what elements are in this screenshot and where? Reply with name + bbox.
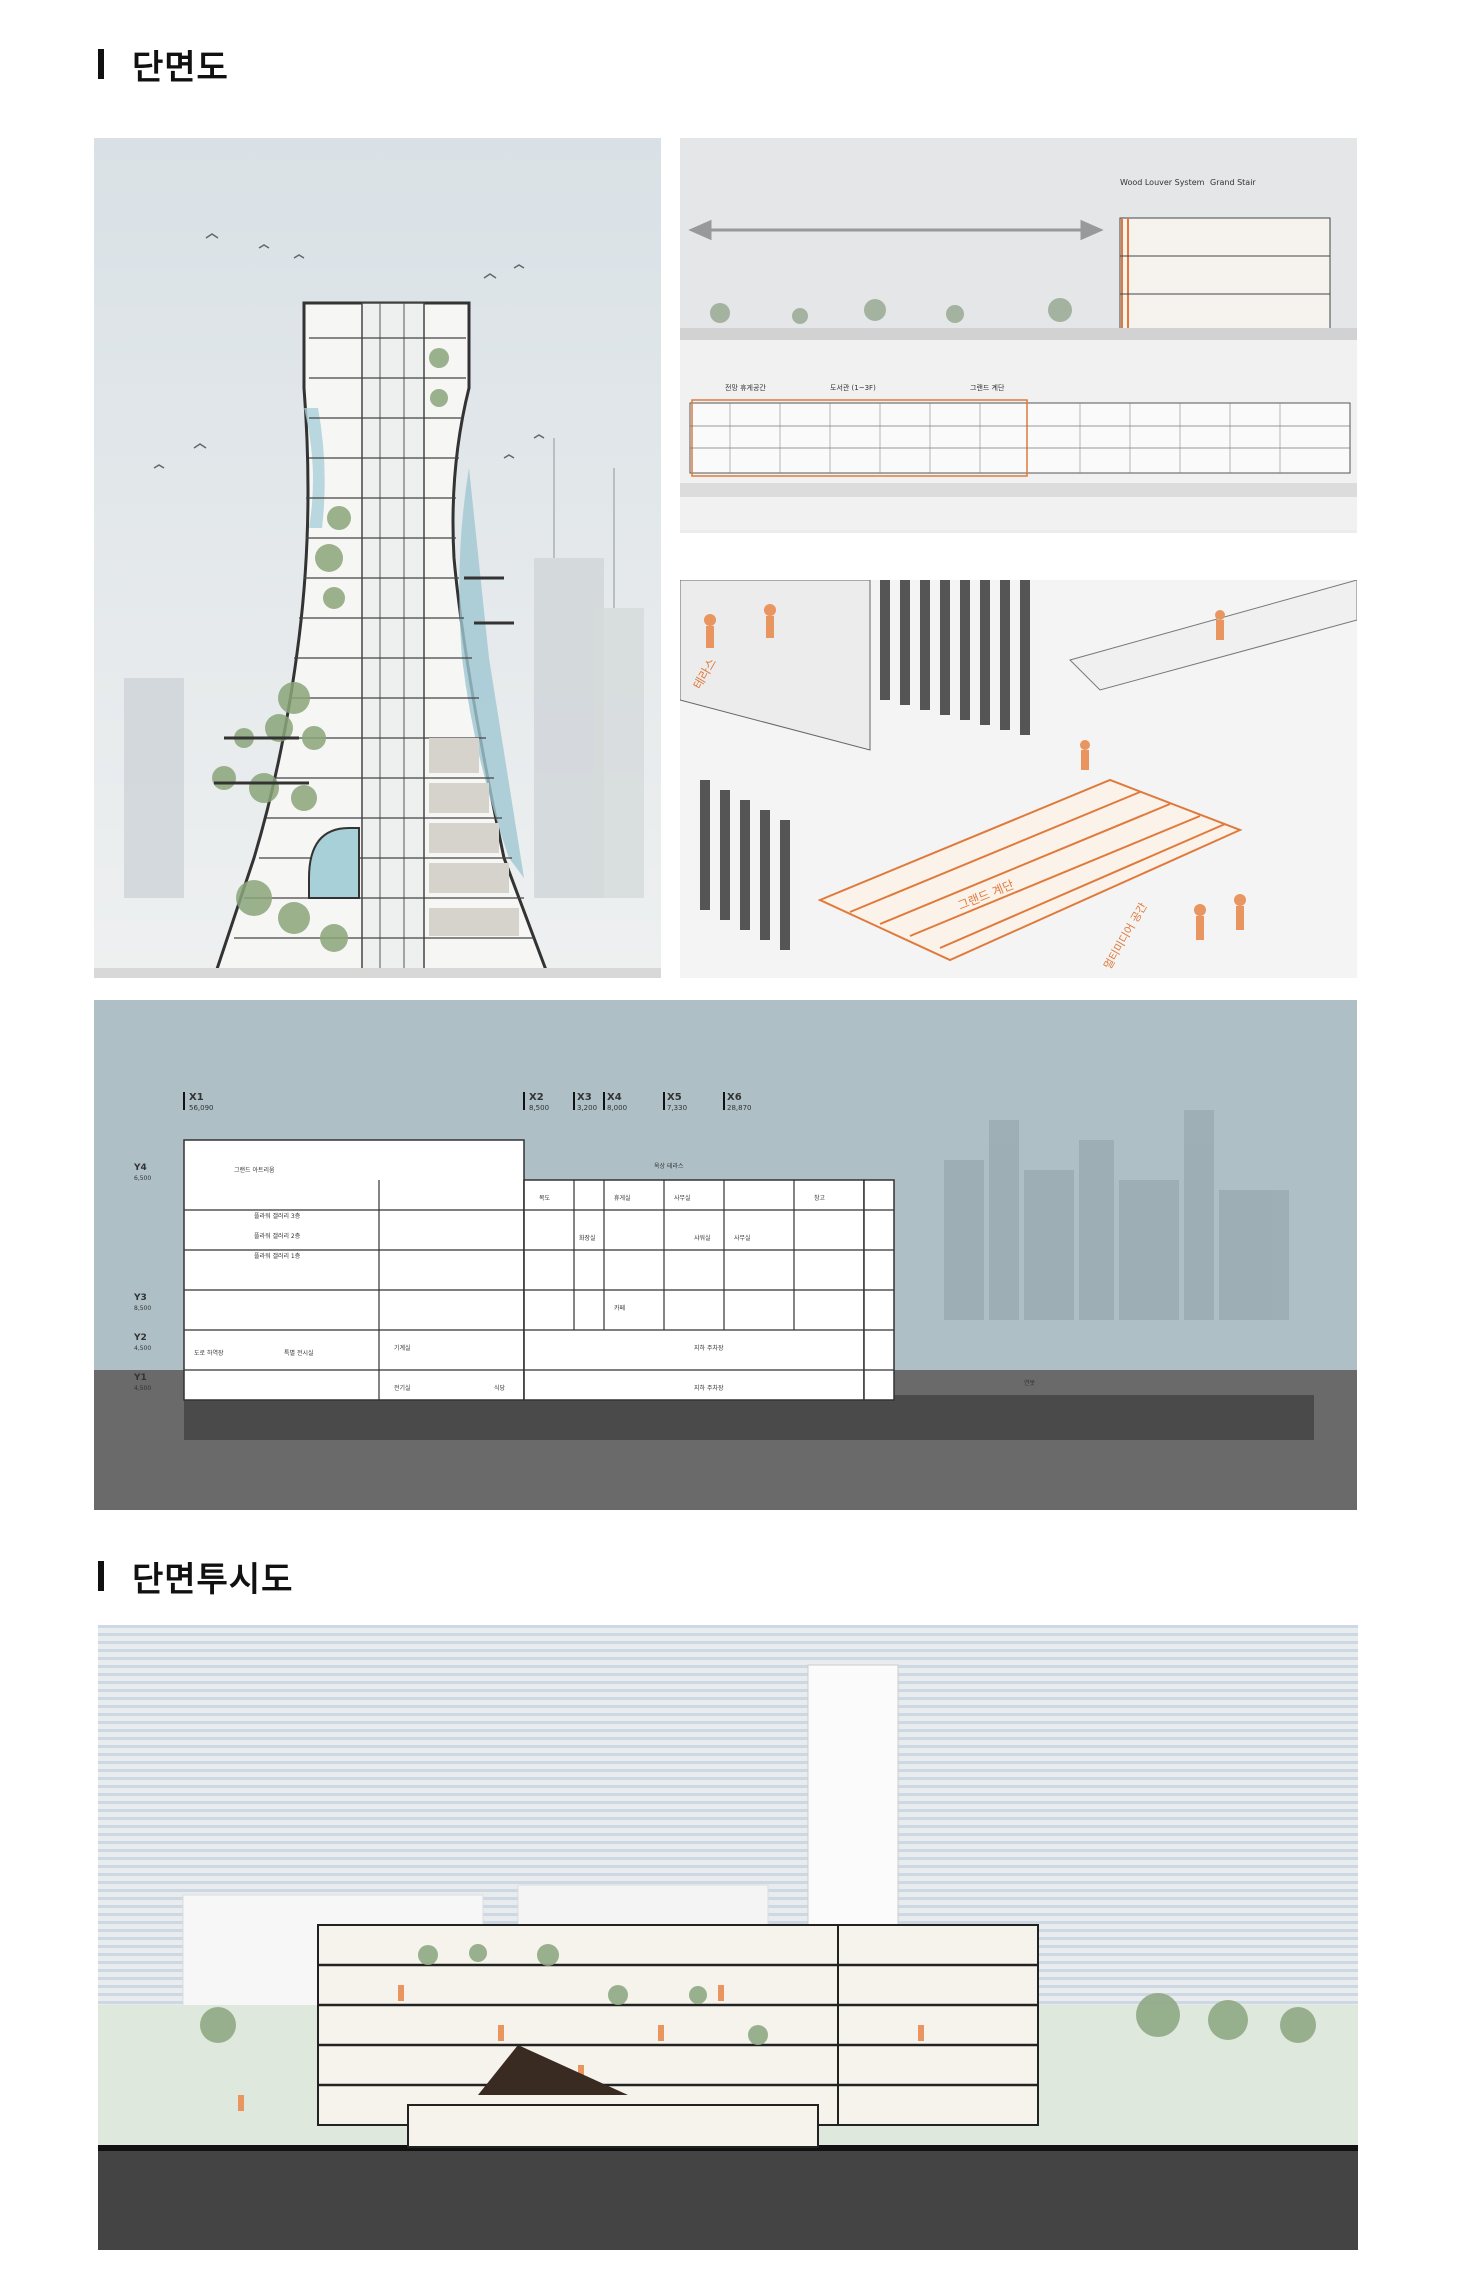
grid-y4: Y4 bbox=[133, 1163, 147, 1173]
grid-x2: X2 bbox=[529, 1092, 544, 1103]
grid-x1: X1 bbox=[189, 1092, 204, 1103]
grid-y1: Y1 bbox=[133, 1373, 147, 1383]
room-roof: 옥상 테라스 bbox=[654, 1162, 684, 1170]
grid-x5: X5 bbox=[667, 1092, 682, 1103]
room-pond: 연못 bbox=[1024, 1379, 1036, 1387]
heading-marker bbox=[98, 49, 104, 79]
section-heading-1: 단면도 bbox=[98, 36, 229, 92]
room-shower: 샤워실 bbox=[694, 1234, 711, 1242]
label-grand-stair: Grand Stair bbox=[1210, 178, 1256, 187]
grid-y3-dim: 8,500 bbox=[134, 1305, 151, 1312]
isometric-stair-drawing: 테라스 그랜드 계단 멀티미디어 공간 bbox=[680, 580, 1357, 978]
grid-x4-dim: 8,000 bbox=[607, 1104, 627, 1112]
room-parking-1: 지하 주차장 bbox=[694, 1344, 724, 1352]
grid-y1-dim: 4,500 bbox=[134, 1385, 151, 1392]
room-machine: 기계실 bbox=[394, 1344, 411, 1352]
grid-x5-dim: 7,330 bbox=[667, 1104, 687, 1112]
grid-x6: X6 bbox=[727, 1092, 742, 1103]
section-title: 단면도 bbox=[132, 48, 229, 87]
room-office: 사무실 bbox=[734, 1234, 751, 1242]
grid-y4-dim: 6,500 bbox=[134, 1175, 151, 1182]
wood-louver-section-drawing: Wood Louver System Grand Stair 전망 휴게공간 도… bbox=[680, 138, 1357, 533]
room-toilet: 화장실 bbox=[579, 1234, 596, 1242]
grid-x3: X3 bbox=[577, 1092, 592, 1103]
room-parking-2: 지하 주차장 bbox=[694, 1384, 724, 1392]
perspective-section-drawing bbox=[98, 1625, 1358, 2250]
grid-x4: X4 bbox=[607, 1092, 622, 1103]
grid-x1-dim: 56,090 bbox=[189, 1104, 214, 1112]
label-wood-louver: Wood Louver System bbox=[1120, 178, 1205, 187]
room-electric: 전기실 bbox=[394, 1384, 411, 1392]
grid-y2-dim: 4,500 bbox=[134, 1345, 151, 1352]
grid-x6-dim: 28,870 bbox=[727, 1104, 752, 1112]
grid-y3: Y3 bbox=[133, 1293, 147, 1303]
room-loading-dock: 도로 하역장 bbox=[194, 1349, 224, 1357]
section-heading-2: 단면투시도 bbox=[98, 1548, 293, 1604]
room-corridor: 복도 bbox=[539, 1195, 551, 1202]
room-cafe: 카페 bbox=[614, 1304, 625, 1312]
room-storage: 창고 bbox=[814, 1194, 826, 1202]
heading-marker bbox=[98, 1561, 104, 1591]
label-grand-stairs: 그랜드 계단 bbox=[970, 383, 1005, 392]
label-viewing-lounge: 전망 휴게공간 bbox=[725, 383, 766, 392]
room-gallery-3: 플라워 갤러리 3층 bbox=[254, 1212, 301, 1220]
section-title: 단면투시도 bbox=[132, 1560, 294, 1599]
grid-x2-dim: 8,500 bbox=[529, 1104, 549, 1112]
room-cafeteria: 식당 bbox=[494, 1384, 506, 1392]
long-section-drawing: X1 56,090 X2 8,500 X3 3,200 X4 8,000 X5 … bbox=[94, 1000, 1357, 1510]
room-lounge: 휴게실 bbox=[614, 1194, 631, 1202]
room-store: 사무실 bbox=[674, 1194, 691, 1202]
room-exhibit: 특별 전시실 bbox=[284, 1349, 314, 1357]
room-gallery-1: 플라워 갤러리 1층 bbox=[254, 1252, 301, 1260]
grid-y2: Y2 bbox=[133, 1333, 147, 1343]
room-grand-atrium: 그랜드 아트리움 bbox=[234, 1166, 275, 1174]
room-gallery-2: 플라워 갤러리 2층 bbox=[254, 1232, 301, 1240]
grid-x3-dim: 3,200 bbox=[577, 1104, 597, 1112]
tower-section-drawing bbox=[94, 138, 661, 978]
label-library: 도서관 (1~3F) bbox=[830, 383, 876, 392]
